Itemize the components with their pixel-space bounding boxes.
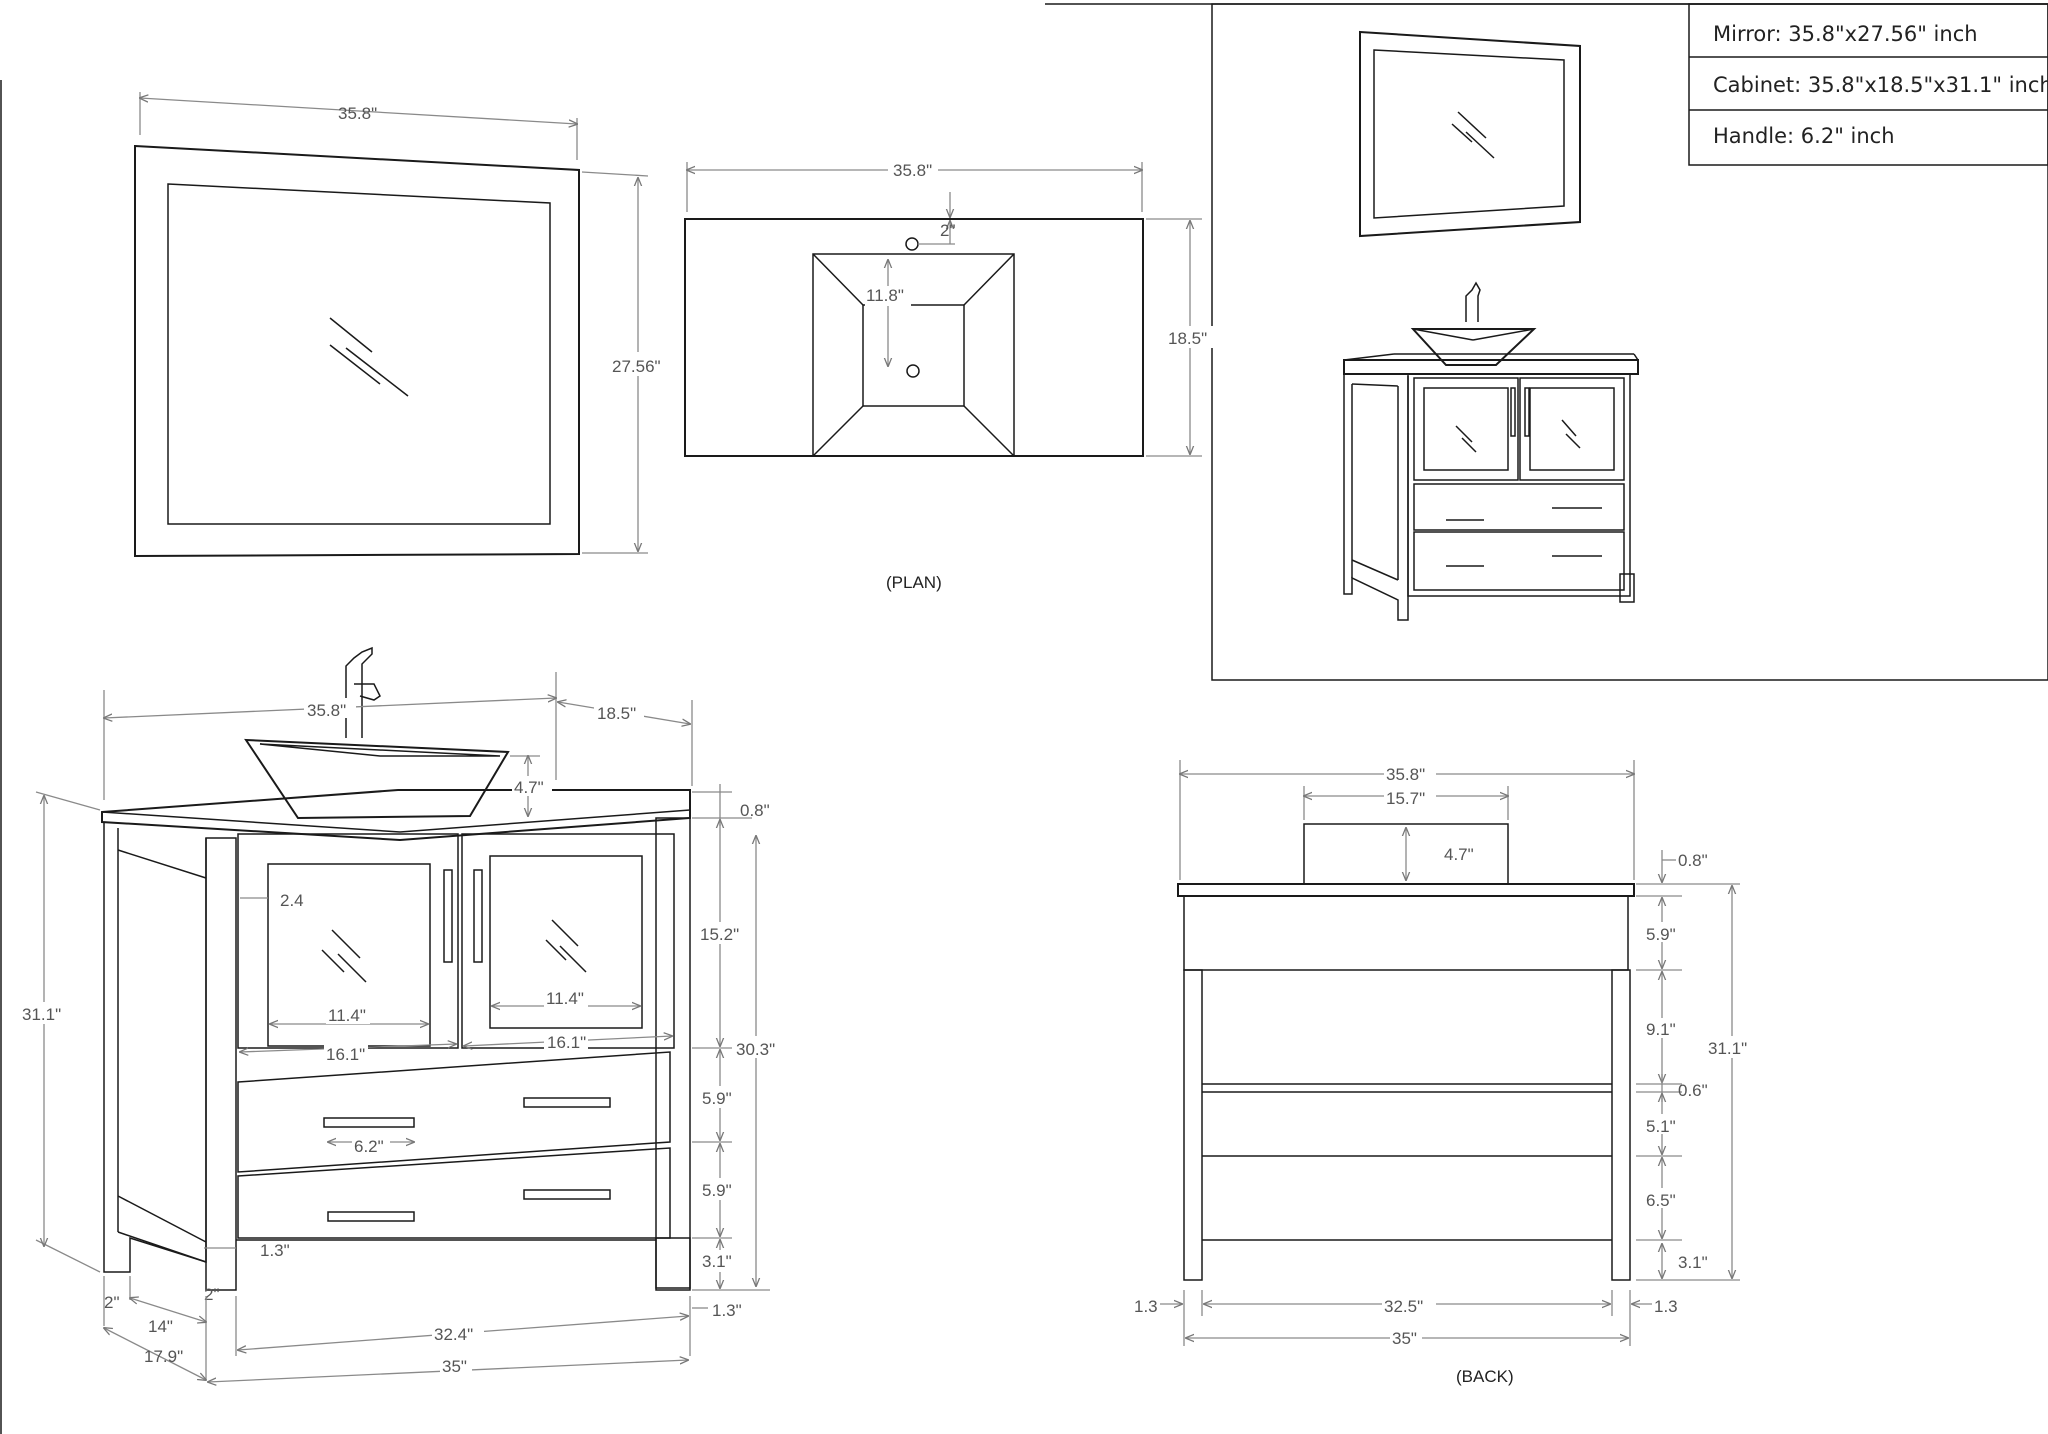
spec-cabinet: Cabinet: 35.8"x18.5"x31.1" inch: [1713, 73, 2048, 97]
front-frame-gap-label: 2.4: [280, 891, 304, 910]
back-lower-height-label: 6.5": [1646, 1191, 1676, 1210]
mirror-height-label: 27.56": [612, 357, 661, 376]
mirror-elevation: 35.8" 27.56": [134, 92, 666, 558]
front-inner-width-label: 32.4": [434, 1325, 473, 1344]
back-elevation: 35.8" 15.7" 4.7" 0.8" 5.9" 9.1" 0.6" 5.1…: [1134, 760, 1756, 1386]
front-glass-right-label: 11.4": [546, 989, 584, 1008]
front-leg-right-label: 1.3": [712, 1301, 742, 1320]
back-leg-height-label: 3.1": [1678, 1253, 1708, 1272]
back-height-label: 31.1": [1708, 1039, 1747, 1058]
back-caption: (BACK): [1456, 1367, 1514, 1386]
front-handle-label: 6.2": [354, 1137, 384, 1156]
plan-basin-label: 11.8": [866, 286, 904, 305]
back-open-height-label: 9.1": [1646, 1020, 1676, 1039]
plan-caption: (PLAN): [886, 573, 942, 592]
isometric-view: [1343, 30, 1639, 621]
front-top-thickness-label: 0.8": [740, 801, 770, 820]
front-width-label: 35.8": [307, 701, 346, 720]
front-height-label: 31.1": [22, 1005, 61, 1024]
front-glass-left-label: 11.4": [328, 1006, 366, 1025]
plan-offset-label: 2": [940, 221, 956, 240]
front-door-height-label: 15.2": [700, 925, 739, 944]
front-cabinet-height-label: 30.3": [736, 1040, 775, 1059]
front-depth-label: 18.5": [597, 704, 636, 723]
back-width-label: 35.8": [1386, 765, 1425, 784]
plan-depth-label: 18.5": [1168, 329, 1207, 348]
back-drawer-height-label: 5.1": [1646, 1117, 1676, 1136]
front-door-left-label: 16.1": [326, 1045, 365, 1064]
back-sink-width-label: 15.7": [1386, 789, 1425, 808]
front-drawer-1-label: 5.9": [702, 1089, 732, 1108]
back-base-width-label: 35": [1392, 1329, 1417, 1348]
back-leg-right-label: 1.3: [1654, 1297, 1678, 1316]
plan-width-label: 35.8": [893, 161, 932, 180]
front-leg-height-label: 3.1": [702, 1252, 732, 1271]
plan-view: 35.8" 18.5" 2" 11.8" (PLAN): [684, 160, 1215, 592]
front-door-right-label: 16.1": [547, 1033, 586, 1052]
side-leg-label: 2": [104, 1293, 120, 1312]
spec-table: Mirror: 35.8"x27.56" inch Cabinet: 35.8"…: [1688, 3, 2048, 166]
back-shelf-label: 0.6": [1678, 1081, 1708, 1100]
side-inner-label: 14": [148, 1317, 173, 1336]
mirror-width-label: 35.8": [338, 104, 377, 123]
front-elevation: 35.8" 18.5" 4.7" 0.8" 31.1" 15.2" 5.9": [20, 646, 782, 1382]
front-leg-side-label: 1.3": [260, 1241, 290, 1260]
front-base-width-label: 35": [442, 1357, 467, 1376]
side-depth-label: 17.9": [144, 1347, 183, 1366]
spec-handle: Handle: 6.2" inch: [1713, 124, 1895, 148]
drain-hole: [906, 364, 920, 378]
back-panel-height-label: 5.9": [1646, 925, 1676, 944]
front-drawer-2-label: 5.9": [702, 1181, 732, 1200]
spec-mirror: Mirror: 35.8"x27.56" inch: [1713, 22, 1978, 46]
back-inner-width-label: 32.5": [1384, 1297, 1423, 1316]
faucet-hole: [905, 237, 919, 251]
back-sink-height-label: 4.7": [1444, 845, 1474, 864]
back-top-thickness-label: 0.8": [1678, 851, 1708, 870]
front-sink-height-label: 4.7": [514, 778, 544, 797]
back-leg-left-label: 1.3: [1134, 1297, 1158, 1316]
